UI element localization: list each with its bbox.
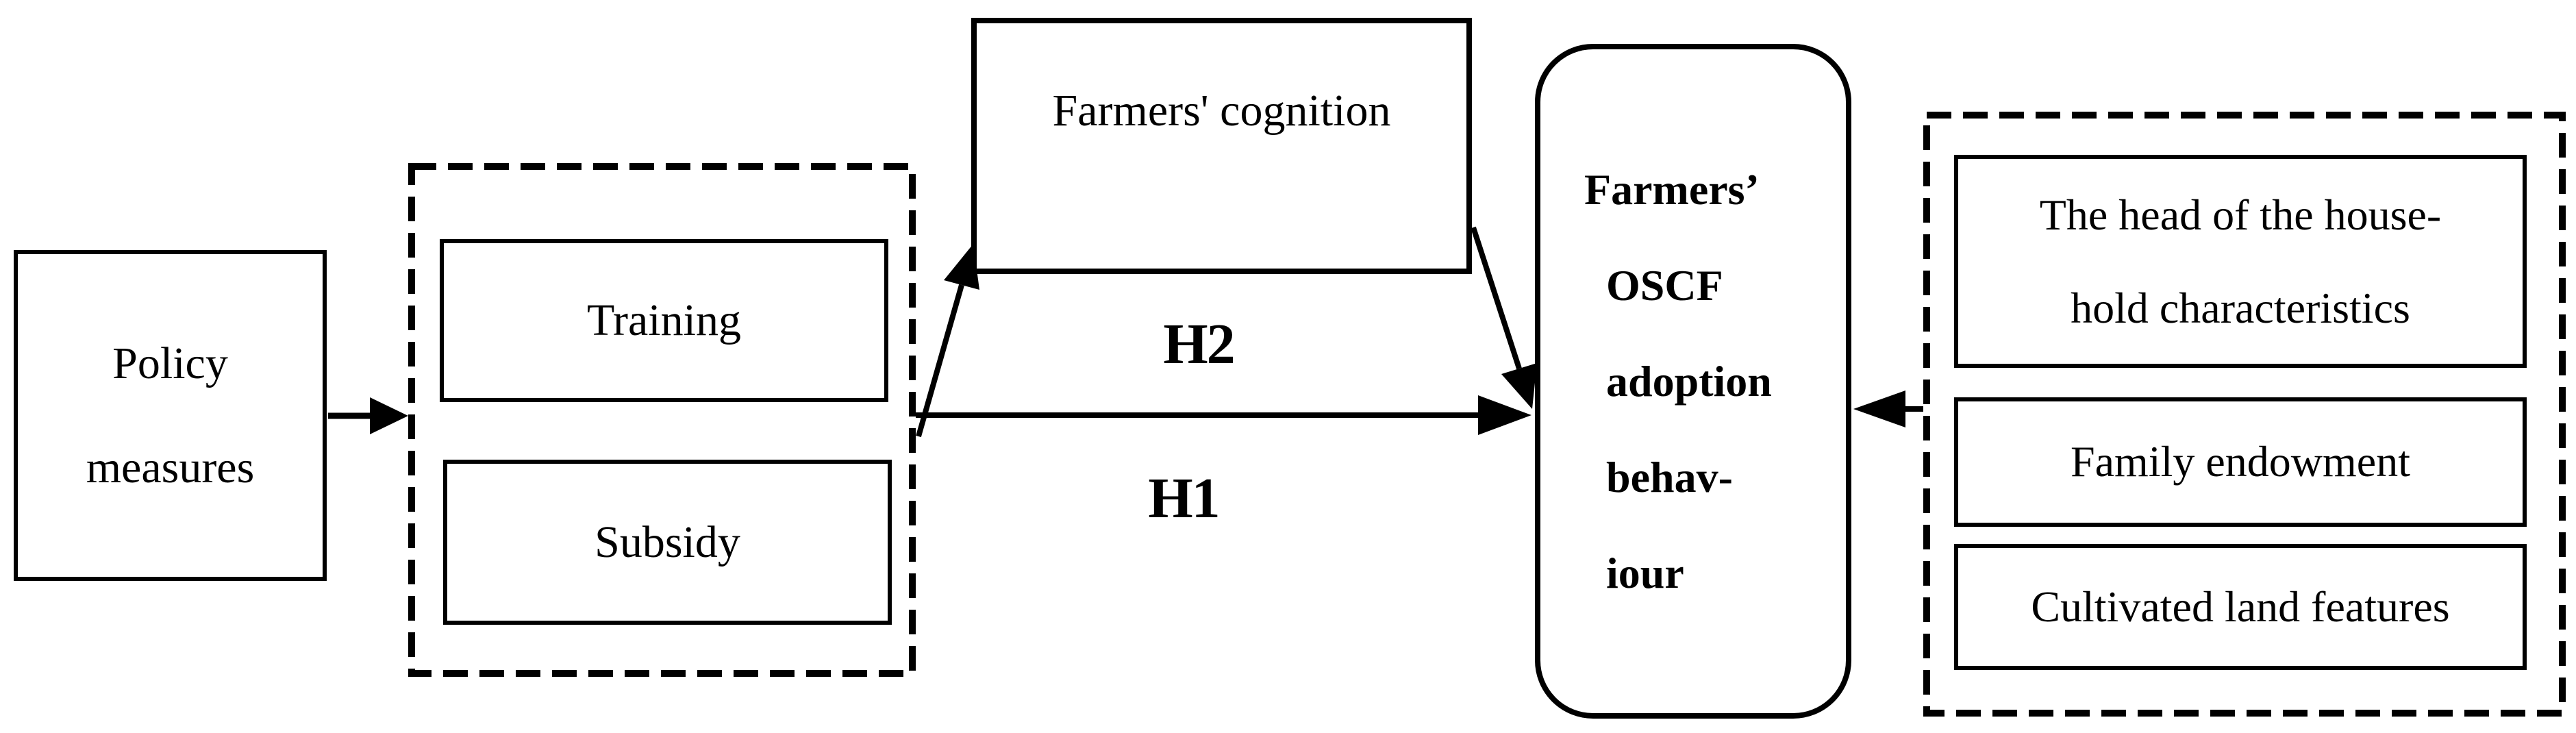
subsidy-label: Subsidy [595,517,740,567]
family-endowment-box: Family endowment [1954,397,2527,527]
arrowhead-icon [1853,390,1905,427]
household-line-1: The head of the house- [2039,190,2442,239]
arrowhead-icon [944,244,979,290]
outcome-line-1: Farmers’ [1584,164,1760,214]
cultivated-land-label: Cultivated land features [2031,582,2450,631]
arrowhead-icon [1478,395,1531,435]
outcome-line-5: iour [1606,548,1684,597]
arrow-measures-to-outcome [916,395,1531,435]
cognition-label: Farmers' cognition [1052,86,1391,136]
policy-line-2: measures [86,442,255,493]
policy-measures-box: Policy measures [14,250,327,581]
arrow-cognition-to-outcome [1471,226,1537,409]
arrowhead-icon [1501,363,1537,409]
h2-hypothesis-label: H2 [1163,312,1235,376]
farmers-cognition-box: Farmers' cognition [971,18,1472,274]
outcome-line-3: adoption [1606,356,1772,406]
outcome-line-4: behav- [1606,452,1733,501]
arrowhead-icon [370,397,408,434]
arrow-policy-to-measures [328,397,408,434]
oscf-adoption-box: Farmers’ OSCF adoption behav- iour [1535,44,1851,719]
arrow-moderators-to-outcome [1853,390,1923,427]
training-label: Training [587,295,741,346]
policy-line-1: Policy [112,338,228,388]
arrow-measures-to-cognition [916,244,979,438]
h1-hypothesis-label: H1 [1148,466,1220,530]
training-box: Training [440,239,888,402]
outcome-line-2: OSCF [1606,260,1723,310]
measures-dashed-border [408,163,916,677]
cultivated-land-box: Cultivated land features [1954,544,2527,670]
subsidy-box: Subsidy [443,460,892,625]
family-endowment-label: Family endowment [2071,437,2410,486]
household-characteristics-box: The head of the house- hold characterist… [1954,155,2527,368]
household-line-2: hold characteristics [2071,283,2410,332]
